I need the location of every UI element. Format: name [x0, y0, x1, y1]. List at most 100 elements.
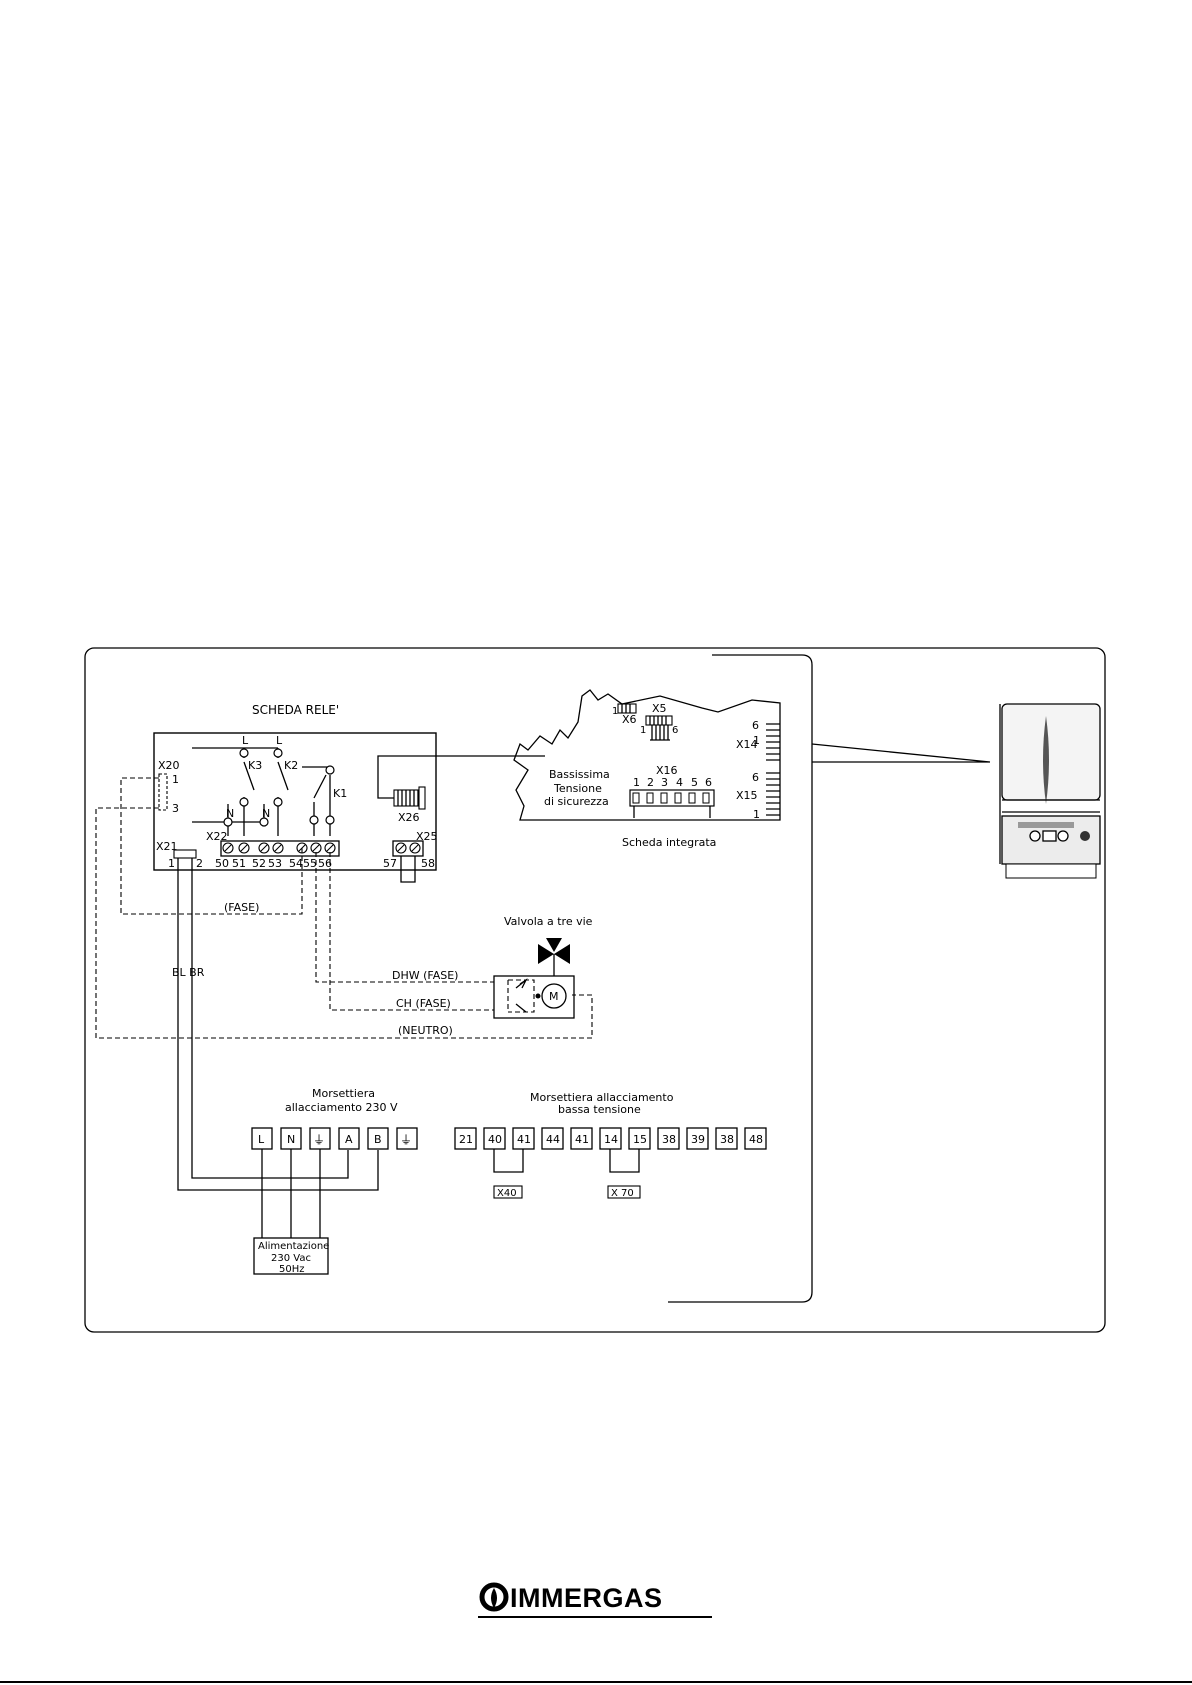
lv-terminal-39: 39 [691, 1133, 705, 1146]
lv-block-title-1: Morsettiera allacciamento [530, 1091, 674, 1104]
x16-pin-3: 3 [661, 776, 668, 789]
immergas-logo: IMMERGAS [478, 1582, 712, 1618]
line-label-k3: L [242, 734, 249, 747]
scheda-integrata-label: Scheda integrata [622, 836, 716, 849]
x70-tag [607, 1185, 641, 1199]
bl-wire [177, 858, 379, 1191]
lv-terminal-48: 48 [749, 1133, 763, 1146]
x25-terminal-strip [392, 840, 424, 857]
lv-block-title-2: bassa tensione [558, 1103, 641, 1116]
x15-pin-1: 1 [753, 808, 760, 821]
x20-connector [158, 773, 168, 811]
lv-terminal-41b: 41 [575, 1133, 589, 1146]
diagram-frame [84, 647, 1106, 1333]
relay-k1-label: K1 [333, 787, 347, 800]
x6-pins [621, 704, 631, 713]
logo-mark-icon [479, 1582, 509, 1612]
x22-label: X22 [206, 830, 228, 843]
x25-screws [395, 842, 421, 854]
valve-motor [541, 983, 567, 1009]
x26-cable [377, 755, 545, 799]
relay-k2-label: K2 [284, 759, 298, 772]
x16-slots [632, 792, 710, 804]
x14-label: X14 [736, 738, 758, 751]
lv-terminal-14: 14 [604, 1133, 618, 1146]
bl-br-label: BL BR [172, 966, 205, 979]
integrated-board: Scheda integrata Bassissima Tensione di … [513, 689, 781, 849]
terminal-50: 50 [215, 857, 229, 870]
x26-plug [418, 786, 426, 810]
valve-junction [535, 993, 541, 999]
x14-pin-6: 6 [752, 719, 759, 732]
power-supply-box [253, 1237, 329, 1275]
x40-tag-label: X40 [497, 1188, 517, 1199]
mains-terminal-earth-2: ⏚ [400, 1133, 412, 1147]
x22-terminal-strip [220, 840, 340, 857]
x16-pin-5: 5 [691, 776, 698, 789]
brand-name: IMMERGAS [510, 1583, 663, 1613]
valve-switch [507, 979, 535, 1013]
line-label-k2: L [276, 734, 283, 747]
mains-terminal-l: L [258, 1133, 265, 1146]
x70-bridge [609, 1149, 640, 1173]
callout-frame [668, 654, 813, 1303]
x21-pin-2: 2 [196, 857, 203, 870]
mains-terminal-block: Morsettiera allacciamento 230 V L N ⏚ A … [251, 1087, 418, 1150]
terminal-57: 57 [383, 857, 397, 870]
side-connector-slots [766, 723, 780, 816]
x25-bridge [400, 856, 416, 883]
x22-screws [222, 842, 336, 854]
boiler-illustration [999, 703, 1101, 879]
x16-pin-2: 2 [647, 776, 654, 789]
x16-label: X16 [656, 764, 678, 777]
x5-pin-1: 1 [640, 725, 646, 736]
lv-terminal-38a: 38 [662, 1133, 676, 1146]
three-way-valve: Valvola a tre vie M [493, 915, 593, 1019]
neutro-label: (NEUTRO) [398, 1024, 453, 1037]
callout-pointer [811, 743, 991, 763]
brand-logo: IMMERGAS [478, 1580, 712, 1620]
safety-label-line2: Tensione [553, 782, 602, 795]
boiler-knobs [1029, 830, 1069, 842]
neutral-label-1: N [226, 807, 234, 820]
x40-bridge [493, 1149, 524, 1173]
boiler-base [1005, 863, 1097, 879]
x25-label: X25 [416, 830, 438, 843]
neutro-wire [95, 807, 593, 1039]
valve-switch-arrows [515, 978, 528, 1013]
x16-legs [633, 806, 711, 818]
br-wire [191, 858, 349, 1179]
relay-board-title: SCHEDA RELE' [252, 703, 339, 717]
relay-contacts [223, 748, 335, 827]
valve-title: Valvola a tre vie [504, 915, 593, 928]
boiler-side [999, 704, 1100, 864]
terminal-54: 54 [289, 857, 303, 870]
lv-terminal-21: 21 [459, 1133, 473, 1146]
x6-connector [617, 703, 637, 714]
mains-terminal-b: B [374, 1133, 382, 1146]
x15-pin-6: 6 [752, 771, 759, 784]
dhw-wire [315, 852, 494, 983]
lv-terminal-38b: 38 [720, 1133, 734, 1146]
valve-motor-label: M [549, 990, 559, 1003]
mains-terminal-earth-1: ⏚ [313, 1133, 325, 1147]
fase-label: (FASE) [224, 901, 259, 914]
valve-body [493, 975, 575, 1019]
safety-label-line1: Bassissima [549, 768, 610, 781]
boiler-body [1001, 703, 1101, 801]
x5-label: X5 [652, 702, 667, 715]
x16-connector [629, 789, 715, 807]
x70-tag-label: X 70 [611, 1188, 634, 1199]
x26-pins [397, 790, 419, 806]
mains-terminal-a: A [345, 1133, 353, 1146]
relay-board-outline [153, 732, 437, 871]
x20-pin-3: 3 [172, 802, 179, 815]
logo-underline [478, 1616, 712, 1618]
x16-pin-1: 1 [633, 776, 640, 789]
boiler-control-strip [1018, 822, 1074, 828]
terminal-52: 52 [252, 857, 266, 870]
relay-board: SCHEDA RELE' X20 1 3 X21 1 2 X22 L L K3 … [153, 703, 545, 883]
lv-terminal-41a: 41 [517, 1133, 531, 1146]
mains-terminal-n: N [287, 1133, 295, 1146]
